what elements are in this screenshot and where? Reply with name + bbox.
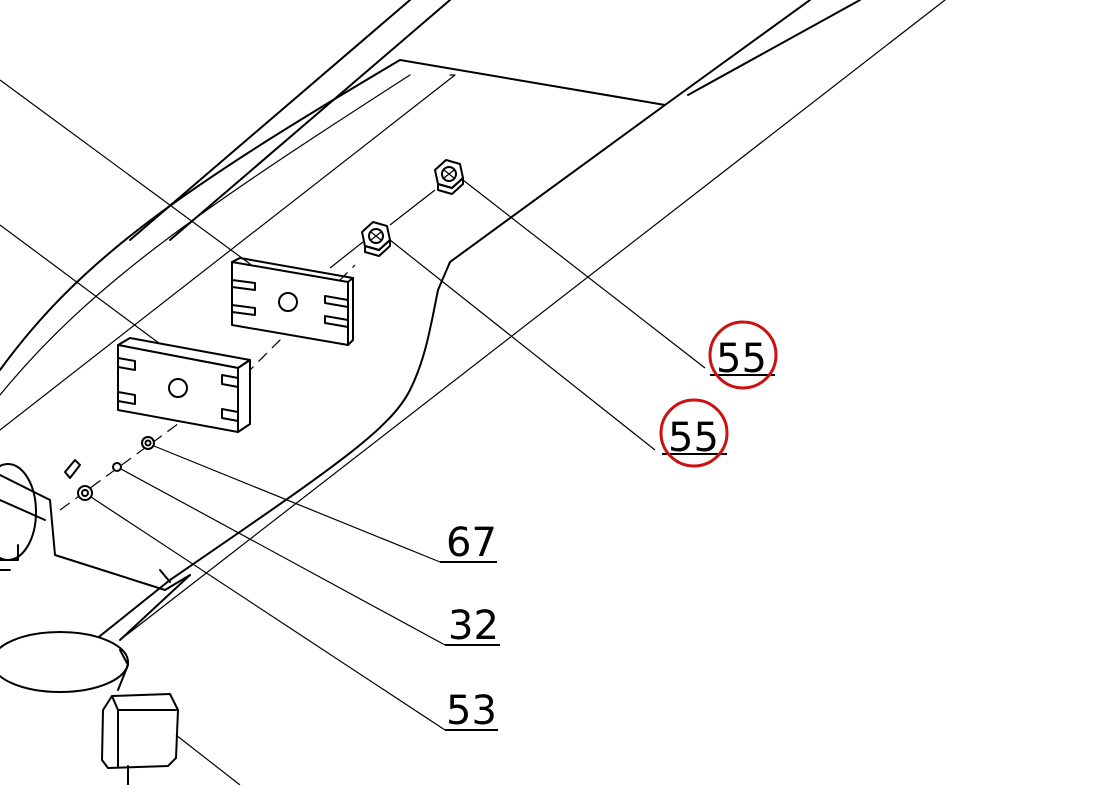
callout-55-lower: 55 xyxy=(659,398,729,468)
callout-53: 53 xyxy=(445,688,498,734)
hex-nut-upper xyxy=(434,159,464,195)
motor-assembly xyxy=(0,631,241,785)
highlight-circle xyxy=(659,398,729,468)
highlight-circle xyxy=(708,320,778,390)
callout-55-upper: 55 xyxy=(708,320,778,390)
fastener-32 xyxy=(112,462,122,472)
callout-leaders xyxy=(90,179,706,731)
upper-leaders xyxy=(0,79,266,356)
slotted-plate-upper xyxy=(231,257,354,346)
callout-label: 32 xyxy=(448,603,499,649)
fastener-67 xyxy=(141,436,155,450)
hex-nut-lower xyxy=(361,221,391,257)
callout-32: 32 xyxy=(445,603,500,649)
callout-label: 67 xyxy=(446,520,497,566)
callout-67: 67 xyxy=(440,520,497,566)
callout-label: 53 xyxy=(446,688,497,734)
housing-outline xyxy=(0,0,946,641)
slotted-block-lower xyxy=(117,337,251,433)
fastener-53 xyxy=(77,485,93,501)
